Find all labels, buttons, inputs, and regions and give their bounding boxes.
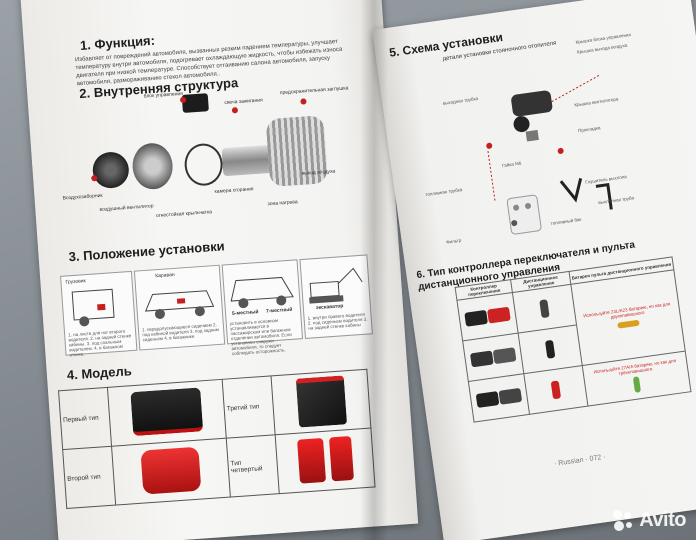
label-fuel-inlet: предохранительная заглушка bbox=[279, 85, 349, 97]
model-type4-label: Тип четвертый bbox=[226, 434, 280, 498]
gasket-part bbox=[183, 142, 225, 187]
avito-watermark: Avito bbox=[613, 509, 686, 532]
chamber-part bbox=[221, 144, 274, 177]
label-heating-zone: зона нагрева bbox=[267, 199, 298, 208]
install-minivan-note: установить в основном устанавливается в … bbox=[229, 317, 292, 357]
model-type2-label: Второй тип bbox=[62, 446, 116, 509]
install-7-seat-label: 7-местный bbox=[265, 306, 293, 315]
section-install-title: 3. Положение установки bbox=[68, 238, 226, 265]
section-model-title: 4. Модель bbox=[66, 363, 133, 383]
battery-row1: Используйте 23L/A23 батарею, но как для … bbox=[570, 269, 686, 366]
right-page: 5. Схема установки детали установки стоя… bbox=[372, 0, 696, 540]
model-type2-image bbox=[111, 438, 231, 506]
fan-part bbox=[131, 141, 175, 191]
install-excavator-label: экскаватор bbox=[315, 303, 344, 312]
install-truck-panel: Грузовик 1. на листе для ног второго вод… bbox=[60, 270, 138, 358]
install-excavator-panel: экскаватор 1. внутри правого водителя 2.… bbox=[299, 254, 373, 339]
avito-logo-icon bbox=[613, 509, 635, 532]
book-spine-shadow bbox=[360, 0, 388, 540]
page-number: · Russian · 072 · bbox=[553, 453, 606, 468]
section-function-title: 1. Функция: bbox=[79, 32, 156, 53]
heater-exploded-view bbox=[89, 93, 335, 214]
install-minivan-panel: 5-местный 7-местный установить в основно… bbox=[221, 259, 304, 356]
remote-row3 bbox=[524, 365, 588, 415]
install-5-seat-label: 5-местный bbox=[231, 309, 259, 317]
caravan-icon bbox=[144, 290, 215, 320]
truck-icon bbox=[71, 288, 115, 327]
label-control-block: блок управления bbox=[143, 90, 184, 100]
label-fire-vane: огнестойкая крыльчатка bbox=[155, 209, 213, 220]
air-intake-part bbox=[91, 150, 130, 190]
install-caravan-note: 1. передопускающиеся сидением 2. под каб… bbox=[141, 322, 220, 343]
model-type1-image bbox=[107, 379, 227, 447]
model-table: Первый тип Третий тип Второй тип Тип чет… bbox=[58, 369, 376, 509]
minivan-icon bbox=[230, 276, 294, 309]
model-type3-label: Третий тип bbox=[222, 375, 276, 439]
control-block-part bbox=[181, 93, 209, 113]
excavator-icon bbox=[309, 267, 363, 304]
model-type3-image bbox=[271, 369, 371, 435]
model-type1-label: Первый тип bbox=[58, 387, 112, 450]
controller-table: Контроллер переключения Дистанционное уп… bbox=[455, 256, 692, 423]
install-diagram bbox=[486, 74, 613, 235]
avito-wordmark: Avito bbox=[639, 509, 686, 531]
heat-exchanger-part bbox=[265, 115, 329, 188]
install-truck-note: 1. на листе для ног второго водителя. 2.… bbox=[68, 328, 132, 358]
install-caravan-panel: Караван 1. передопускающиеся сидением 2.… bbox=[133, 264, 226, 351]
left-page: 1. Функция: Избавляет от повреждений авт… bbox=[20, 0, 419, 540]
controller-row3 bbox=[468, 373, 530, 423]
label-glow-plug: свеча зажигания bbox=[224, 97, 263, 107]
